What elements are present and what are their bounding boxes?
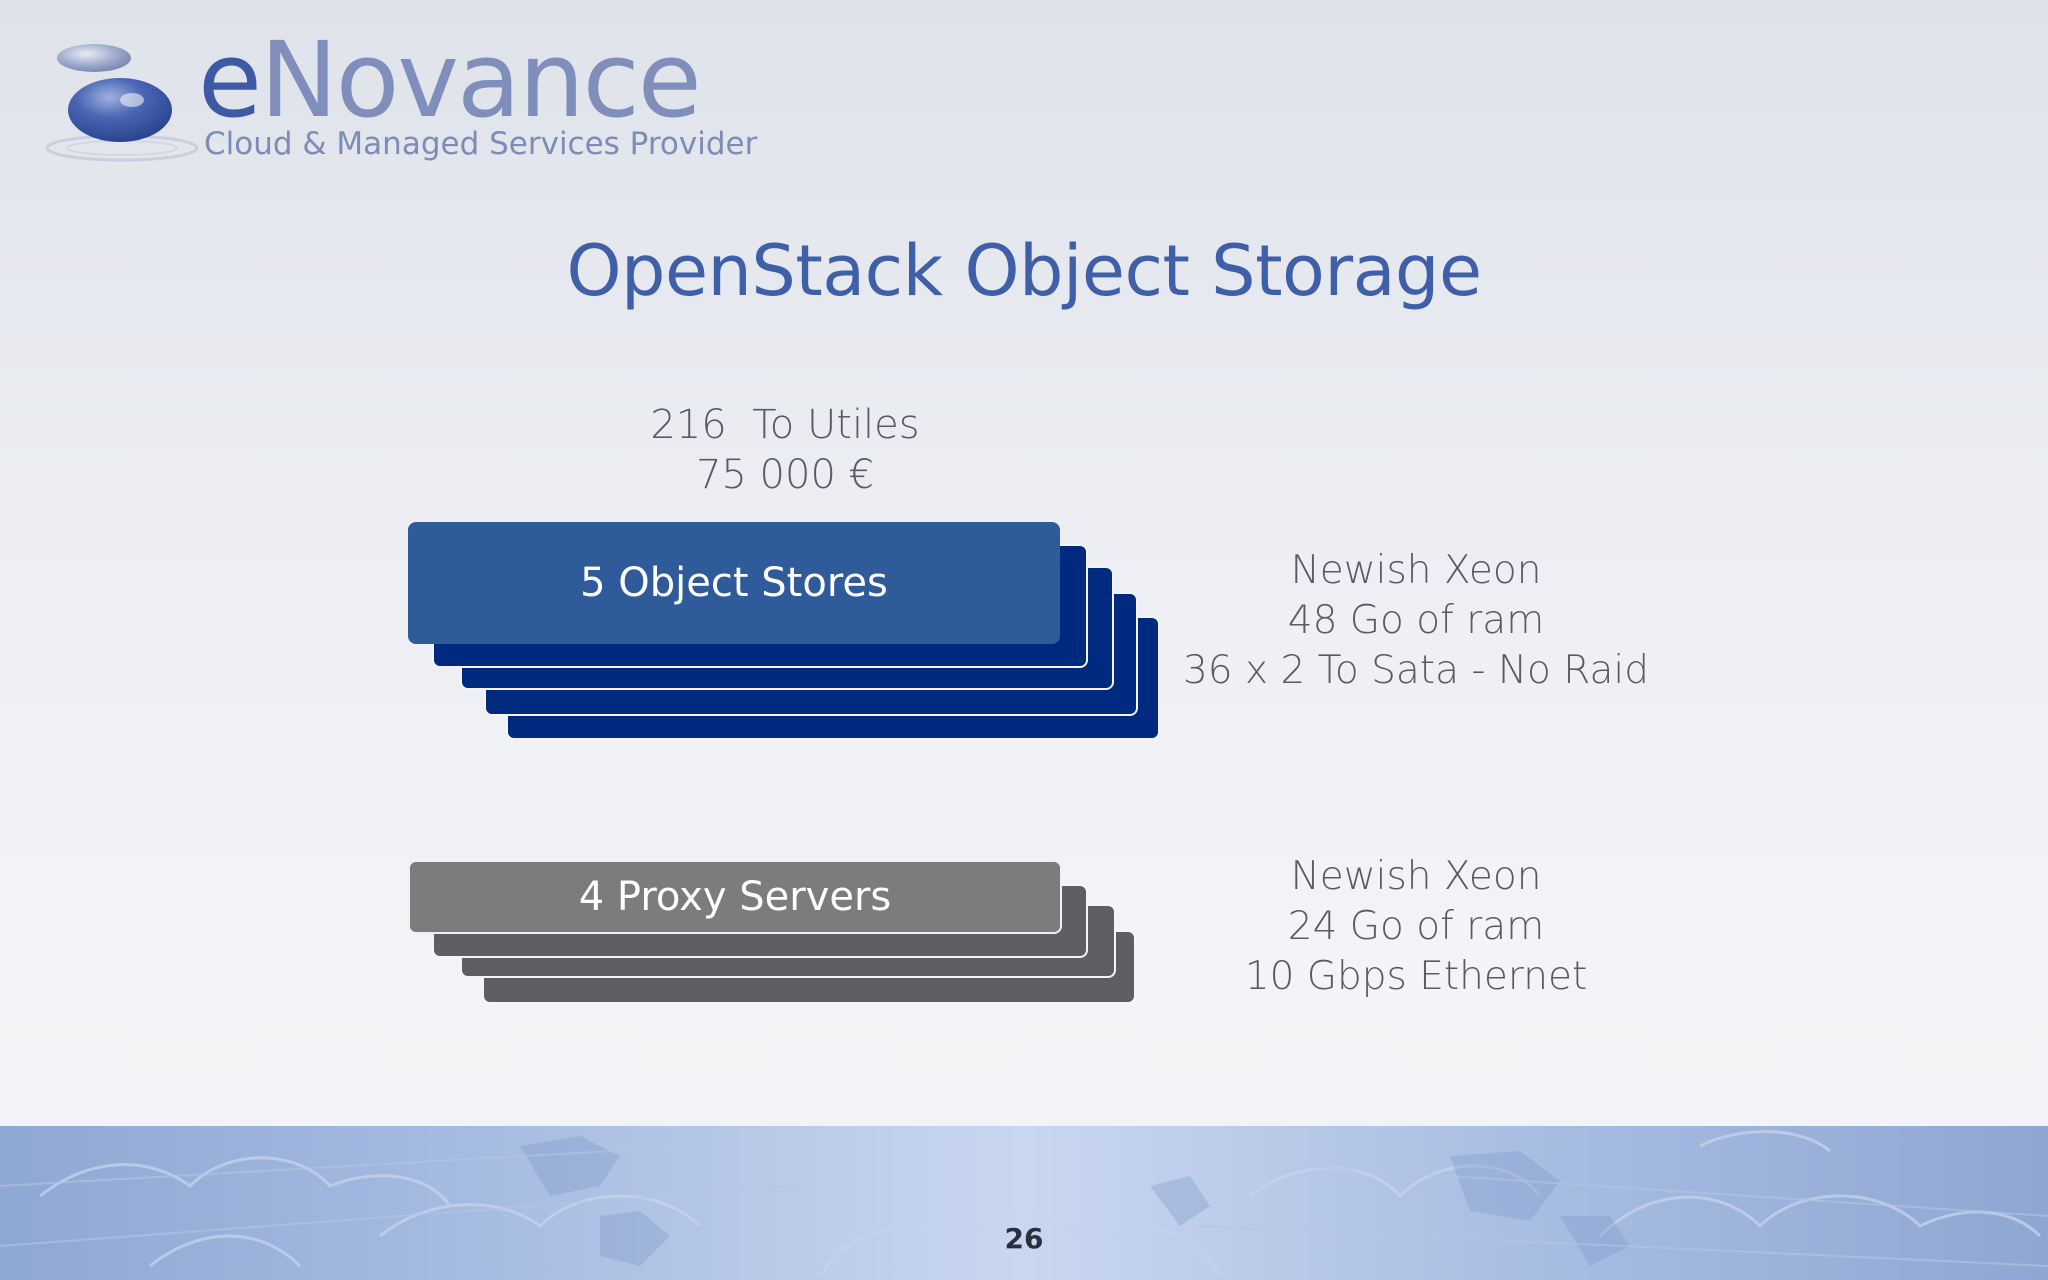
proxy-servers-box: 4 Proxy Servers [408, 860, 1062, 934]
object-store-spec-ram: 48 Go of ram [1287, 598, 1545, 643]
object-stores-box: 5 Object Stores [408, 522, 1060, 644]
enovance-logo: eNovance Cloud & Managed Services Provid… [40, 28, 760, 176]
logo-wordmark: eNovance [198, 28, 702, 132]
object-store-specs: Newish Xeon 48 Go of ram 36 x 2 To Sata … [1116, 546, 1716, 696]
capacity-summary: 216 To Utiles 75 000 € [600, 400, 970, 500]
logo-wordmark-first: e [198, 19, 262, 141]
footer-cloud-map-decoration [0, 1130, 2048, 1277]
object-stores-label: 5 Object Stores [580, 560, 888, 606]
logo-tagline: Cloud & Managed Services Provider [204, 126, 758, 162]
object-store-spec-disks: 36 x 2 To Sata - No Raid [1182, 648, 1650, 693]
page-number: 26 [1004, 1222, 1044, 1255]
capacity-usable: 216 To Utiles [650, 402, 920, 448]
footer-banner: 26 [0, 1126, 2048, 1280]
proxy-servers-label: 4 Proxy Servers [578, 874, 892, 920]
enovance-logo-icon [45, 44, 199, 162]
slide-title: OpenStack Object Storage [566, 230, 1482, 312]
object-store-spec-cpu: Newish Xeon [1290, 548, 1542, 593]
capacity-price: 75 000 € [695, 452, 875, 498]
proxy-server-specs: Newish Xeon 24 Go of ram 10 Gbps Etherne… [1116, 852, 1716, 1002]
proxy-spec-network: 10 Gbps Ethernet [1244, 954, 1588, 999]
proxy-spec-cpu: Newish Xeon [1290, 854, 1542, 899]
logo-wordmark-rest: Novance [259, 19, 702, 141]
proxy-spec-ram: 24 Go of ram [1287, 904, 1545, 949]
